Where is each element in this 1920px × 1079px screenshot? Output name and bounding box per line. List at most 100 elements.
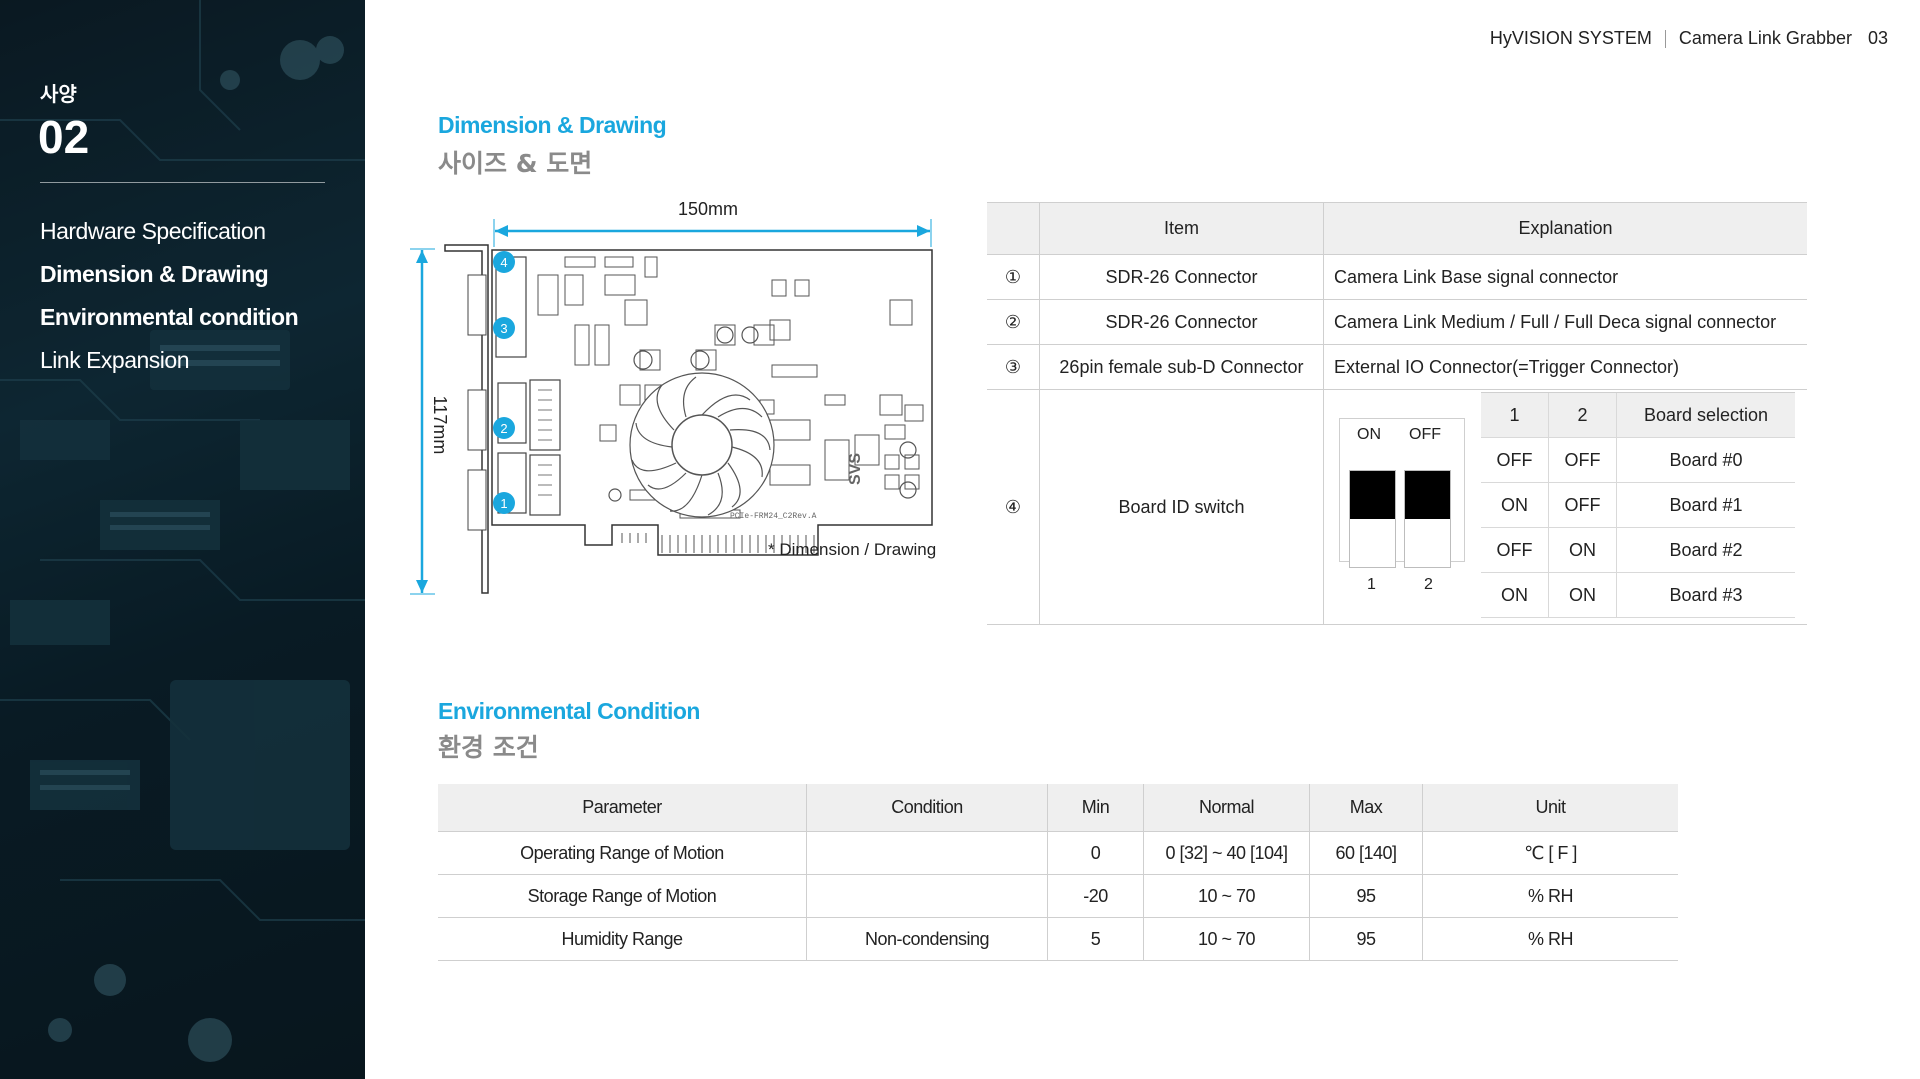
sidebar-item-link-expansion[interactable]: Link Expansion: [40, 347, 190, 373]
section-label-kr: 사양: [40, 82, 77, 106]
width-label: 150mm: [678, 199, 738, 219]
marker-3: [493, 317, 515, 339]
sidebar-item-environmental-condition[interactable]: Environmental condition: [40, 304, 299, 330]
dimension-title-en: Dimension & Drawing: [438, 112, 667, 138]
product-name: Camera Link Grabber: [1678, 28, 1852, 48]
env-cell: 10 ~ 70: [1143, 917, 1310, 961]
connector-spec-table: Item Explanation ① SDR-26 Connector Came…: [987, 202, 1807, 625]
height-arrow-top: [416, 250, 428, 263]
marker-4: [493, 251, 515, 273]
sidebar-nav: Hardware Specification Dimension & Drawi…: [40, 210, 299, 382]
width-arrow-right: [917, 225, 930, 237]
sidebar-item-hardware-specification[interactable]: Hardware Specification: [40, 218, 266, 244]
page-header: HyVISION SYSTEM Camera Link Grabber 03: [1490, 28, 1888, 49]
row-number: ②: [987, 299, 1040, 345]
switch-off-label: OFF: [1409, 426, 1441, 443]
drawing-caption: * Dimension / Drawing: [768, 540, 937, 559]
env-cell: Non-condensing: [806, 917, 1048, 961]
table-row: ② SDR-26 Connector Camera Link Medium / …: [987, 299, 1807, 345]
board-cell: Board #0: [1616, 437, 1795, 483]
env-cell: 0 [32] ~ 40 [104]: [1143, 831, 1310, 875]
board-drawing: 150mm 117mm: [410, 199, 933, 595]
table-row: Humidity Range Non-condensing 5 10 ~ 70 …: [438, 917, 1678, 961]
table-row: Operating Range of Motion 0 0 [32] ~ 40 …: [438, 831, 1678, 875]
svg-text:1: 1: [500, 496, 507, 511]
sidebar: 사양 02 Hardware Specification Dimension &…: [0, 0, 365, 1079]
connector-markers: 4 3 2 1: [493, 251, 515, 514]
env-cell: -20: [1047, 874, 1144, 918]
env-header-max: Max: [1309, 784, 1423, 832]
page-number: 03: [1867, 28, 1888, 48]
table-row: Storage Range of Motion -20 10 ~ 70 95 %…: [438, 874, 1678, 918]
board-cell: ON: [1548, 572, 1617, 618]
svg-text:3: 3: [500, 321, 507, 336]
svg-text:2: 2: [500, 421, 507, 436]
env-cell: Operating Range of Motion: [438, 831, 807, 875]
row-item: SDR-26 Connector: [1039, 254, 1324, 300]
env-cell: 10 ~ 70: [1143, 874, 1310, 918]
table-header-item: Item: [1039, 202, 1324, 255]
table-header-num: [987, 202, 1040, 255]
row-item: SDR-26 Connector: [1039, 299, 1324, 345]
board-cell: OFF: [1481, 437, 1549, 483]
env-cell: 5: [1047, 917, 1144, 961]
switch-on-label: ON: [1357, 426, 1381, 443]
table-row: ① SDR-26 Connector Camera Link Base sign…: [987, 254, 1807, 300]
env-cell: % RH: [1422, 874, 1678, 918]
board-cell: OFF: [1548, 482, 1617, 528]
board-row: ON OFF Board #1: [1481, 482, 1795, 528]
dimension-title-kr: 사이즈 & 도면: [438, 149, 593, 178]
table-row: ③ 26pin female sub-D Connector External …: [987, 344, 1807, 390]
marker-1: [493, 492, 515, 514]
switch-knob: [1350, 471, 1395, 519]
row-number: ③: [987, 344, 1040, 390]
board-cell: ON: [1548, 527, 1617, 573]
env-cell: 95: [1309, 917, 1423, 961]
circuit-background-image: [0, 0, 365, 1079]
marker-2: [493, 417, 515, 439]
switch-knob: [1405, 471, 1450, 519]
height-arrow-bottom: [416, 580, 428, 593]
env-header-unit: Unit: [1422, 784, 1678, 832]
board-cell: Board #1: [1616, 482, 1795, 528]
table-row-board-id: ④ Board ID switch ON OFF 1 2 1 2 Board s…: [987, 389, 1807, 625]
board-cell: Board #3: [1616, 572, 1795, 618]
row-explanation: Camera Link Medium / Full / Full Deca si…: [1323, 299, 1807, 345]
heatsink-fan: [629, 372, 775, 518]
env-header-parameter: Parameter: [438, 784, 807, 832]
board-cell: OFF: [1481, 527, 1549, 573]
environment-title-kr: 환경 조건: [438, 733, 539, 762]
env-cell: ℃ [ F ]: [1422, 831, 1678, 875]
board-row: OFF OFF Board #0: [1481, 437, 1795, 483]
board-cell: ON: [1481, 482, 1549, 528]
row-item: Board ID switch: [1039, 389, 1324, 625]
board-header-selection: Board selection: [1616, 392, 1795, 438]
board-cell: OFF: [1548, 437, 1617, 483]
environment-title-en: Environmental Condition: [438, 698, 700, 724]
row-number: ④: [987, 389, 1040, 625]
dip-switch-1: [1349, 470, 1396, 568]
env-cell: Humidity Range: [438, 917, 807, 961]
environment-table: Parameter Condition Min Normal Max Unit …: [438, 784, 1678, 961]
env-cell: [806, 831, 1048, 875]
env-header-condition: Condition: [806, 784, 1048, 832]
env-header-normal: Normal: [1143, 784, 1310, 832]
sidebar-divider: [40, 182, 325, 183]
board-cell: Board #2: [1616, 527, 1795, 573]
switch-number-1: 1: [1367, 576, 1376, 593]
board-cell: ON: [1481, 572, 1549, 618]
board-row: OFF ON Board #2: [1481, 527, 1795, 573]
brand-name: HyVISION SYSTEM: [1489, 28, 1652, 48]
svs-logo: SVS: [847, 453, 864, 485]
board-id-cell: ON OFF 1 2 1 2 Board selection OFF OFF B…: [1323, 389, 1807, 625]
row-item: 26pin female sub-D Connector: [1039, 344, 1324, 390]
row-explanation: External IO Connector(=Trigger Connector…: [1323, 344, 1807, 390]
env-header-row: Parameter Condition Min Normal Max Unit: [438, 784, 1678, 832]
env-cell: [806, 874, 1048, 918]
env-cell: 95: [1309, 874, 1423, 918]
env-cell: % RH: [1422, 917, 1678, 961]
table-header-row: Item Explanation: [987, 202, 1807, 255]
env-header-min: Min: [1047, 784, 1144, 832]
board-row: ON ON Board #3: [1481, 572, 1795, 618]
sidebar-item-dimension-drawing[interactable]: Dimension & Drawing: [40, 261, 269, 287]
